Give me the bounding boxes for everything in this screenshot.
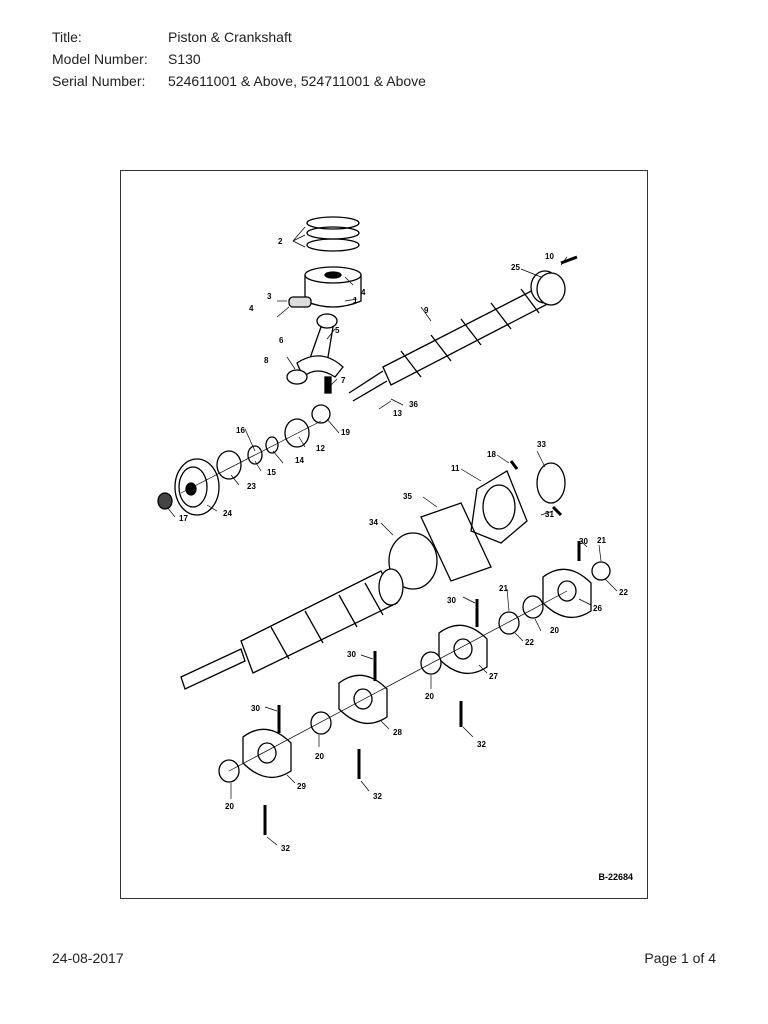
callout-9: 9	[424, 306, 429, 315]
print-date: 24-08-2017	[52, 950, 124, 966]
model-row: Model Number: S130	[52, 48, 426, 70]
crankshaft-lower-drawing	[180, 568, 404, 690]
serial-value: 524611001 & Above, 524711001 & Above	[168, 73, 426, 89]
main-bearing-axis-line	[228, 590, 568, 772]
callout-7: 7	[341, 376, 346, 385]
model-value: S130	[168, 51, 201, 67]
callout-34: 34	[369, 518, 378, 527]
page-number: Page 1 of 4	[644, 950, 716, 966]
callout-1: 1	[353, 296, 358, 305]
nut-17-drawing	[157, 492, 173, 510]
callout-20-bottom: 20	[225, 802, 234, 811]
callout-20-third: 20	[315, 752, 324, 761]
callout-8: 8	[264, 356, 269, 365]
spacer-14-drawing	[265, 436, 279, 454]
callout-36: 36	[409, 400, 418, 409]
gasket-35-drawing	[420, 502, 492, 582]
title-value: Piston & Crankshaft	[168, 29, 292, 45]
exploded-parts-diagram: 2 1 4 3 4 5 6 8 7 9 10 25 36 13 19 12 14…	[157, 216, 628, 853]
callout-20-second: 20	[425, 692, 434, 701]
callout-16: 16	[236, 426, 245, 435]
callout-2: 2	[278, 237, 283, 246]
callout-35: 35	[403, 492, 412, 501]
document-header: Title: Piston & Crankshaft Model Number:…	[52, 26, 426, 92]
bearing-cap-26-drawing	[542, 568, 592, 619]
callout-21-right: 21	[597, 536, 606, 545]
bearing-cap-27-drawing	[438, 624, 488, 675]
model-label: Model Number:	[52, 51, 148, 67]
pulley-24-drawing	[174, 458, 220, 516]
callout-32-right: 32	[477, 740, 486, 749]
shell-20a-drawing	[522, 595, 544, 619]
callout-19: 19	[341, 428, 350, 437]
callout-24: 24	[223, 509, 232, 518]
washer-15-drawing	[247, 445, 263, 465]
serial-label: Serial Number:	[52, 73, 146, 89]
leader-lines	[166, 226, 618, 846]
callout-21-left: 21	[499, 584, 508, 593]
callout-15: 15	[267, 468, 276, 477]
callout-28: 28	[393, 728, 402, 737]
bearing-19-drawing	[311, 404, 331, 424]
callout-30-fourth: 30	[251, 704, 260, 713]
callout-12: 12	[316, 444, 325, 453]
callout-3: 3	[267, 292, 272, 301]
callout-25: 25	[511, 263, 520, 272]
parts-diagram-frame: 2 1 4 3 4 5 6 8 7 9 10 25 36 13 19 12 14…	[120, 170, 648, 899]
bearing-25-drawing	[536, 272, 566, 306]
callout-10: 10	[545, 252, 554, 261]
callout-5: 5	[335, 326, 340, 335]
callout-20-top: 20	[550, 626, 559, 635]
callout-33: 33	[537, 440, 546, 449]
callout-30-third: 30	[347, 650, 356, 659]
seal-23-drawing	[216, 450, 242, 480]
callout-32-middle: 32	[373, 792, 382, 801]
callout-29: 29	[297, 782, 306, 791]
crankshaft-upper-drawing	[348, 270, 562, 402]
piston-drawing	[288, 266, 362, 308]
bearing-cap-29-drawing	[242, 728, 292, 779]
callout-14: 14	[295, 456, 304, 465]
callout-11: 11	[451, 464, 460, 473]
title-label: Title:	[52, 29, 82, 45]
callout-18: 18	[487, 450, 496, 459]
shell-20c-drawing	[310, 711, 332, 735]
callout-13: 13	[393, 409, 402, 418]
callout-32-bottom: 32	[281, 844, 290, 853]
callout-22-left: 22	[525, 638, 534, 647]
title-row: Title: Piston & Crankshaft	[52, 26, 426, 48]
gasket-34-drawing	[388, 532, 438, 590]
shell-20b-drawing	[420, 651, 442, 675]
callout-26: 26	[593, 604, 602, 613]
figure-id: B-22684	[598, 872, 633, 882]
callout-30-second: 30	[447, 596, 456, 605]
ring-21a-drawing	[498, 611, 520, 635]
callout-31: 31	[545, 510, 554, 519]
callout-6: 6	[279, 336, 284, 345]
callout-27: 27	[489, 672, 498, 681]
callout-22-right: 22	[619, 588, 628, 597]
seal-33-drawing	[536, 462, 566, 504]
assembly-axis-line	[180, 420, 322, 494]
bearing-shell-drawing	[286, 369, 308, 385]
callout-23: 23	[247, 482, 256, 491]
cap-bolts-drawing	[263, 460, 581, 835]
callout-4-left: 4	[249, 304, 254, 313]
serial-row: Serial Number: 524611001 & Above, 524711…	[52, 70, 426, 92]
callout-17: 17	[179, 514, 188, 523]
callout-30-right: 30	[579, 537, 588, 546]
callout-4-right: 4	[361, 288, 366, 297]
ring-21b-drawing	[591, 561, 611, 581]
piston-rings-drawing	[306, 216, 360, 252]
bearing-housing-drawing	[470, 470, 528, 544]
